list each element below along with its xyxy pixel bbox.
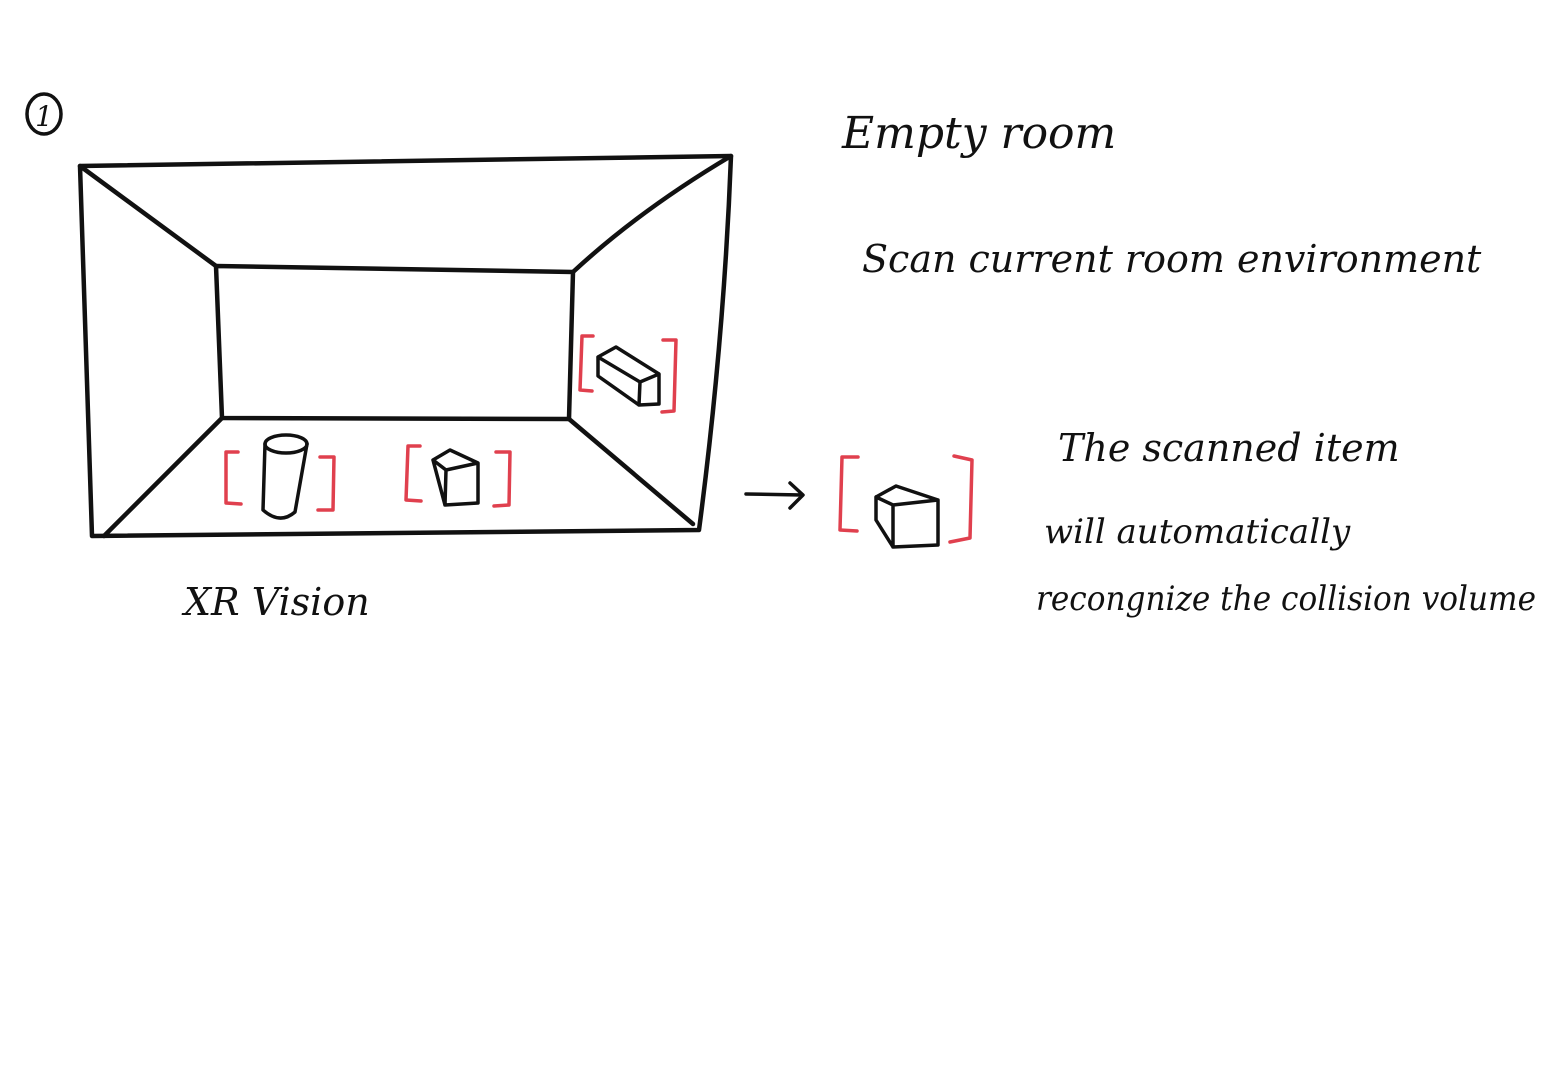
arrow-right-icon xyxy=(744,481,805,510)
description-line-2: will automatically xyxy=(1044,512,1351,552)
description-line-1: The scanned item xyxy=(1058,426,1400,470)
scanned-item xyxy=(838,454,974,549)
room-corner-lines xyxy=(77,153,734,539)
cylinder-icon xyxy=(224,433,336,520)
view-label: XR Vision xyxy=(181,580,370,624)
room-outer-frame xyxy=(77,153,734,539)
step-badge: 1 xyxy=(25,92,63,136)
room-diagram xyxy=(77,153,734,539)
subtitle-label: Scan current room environment xyxy=(862,237,1482,281)
box-icon xyxy=(578,334,678,414)
step-number: 1 xyxy=(35,100,53,133)
room-back-wall xyxy=(213,263,576,422)
cube-icon xyxy=(404,444,512,508)
description-line-3: recongnize the collision volume xyxy=(1036,579,1536,619)
title-label: Empty room xyxy=(841,108,1116,159)
